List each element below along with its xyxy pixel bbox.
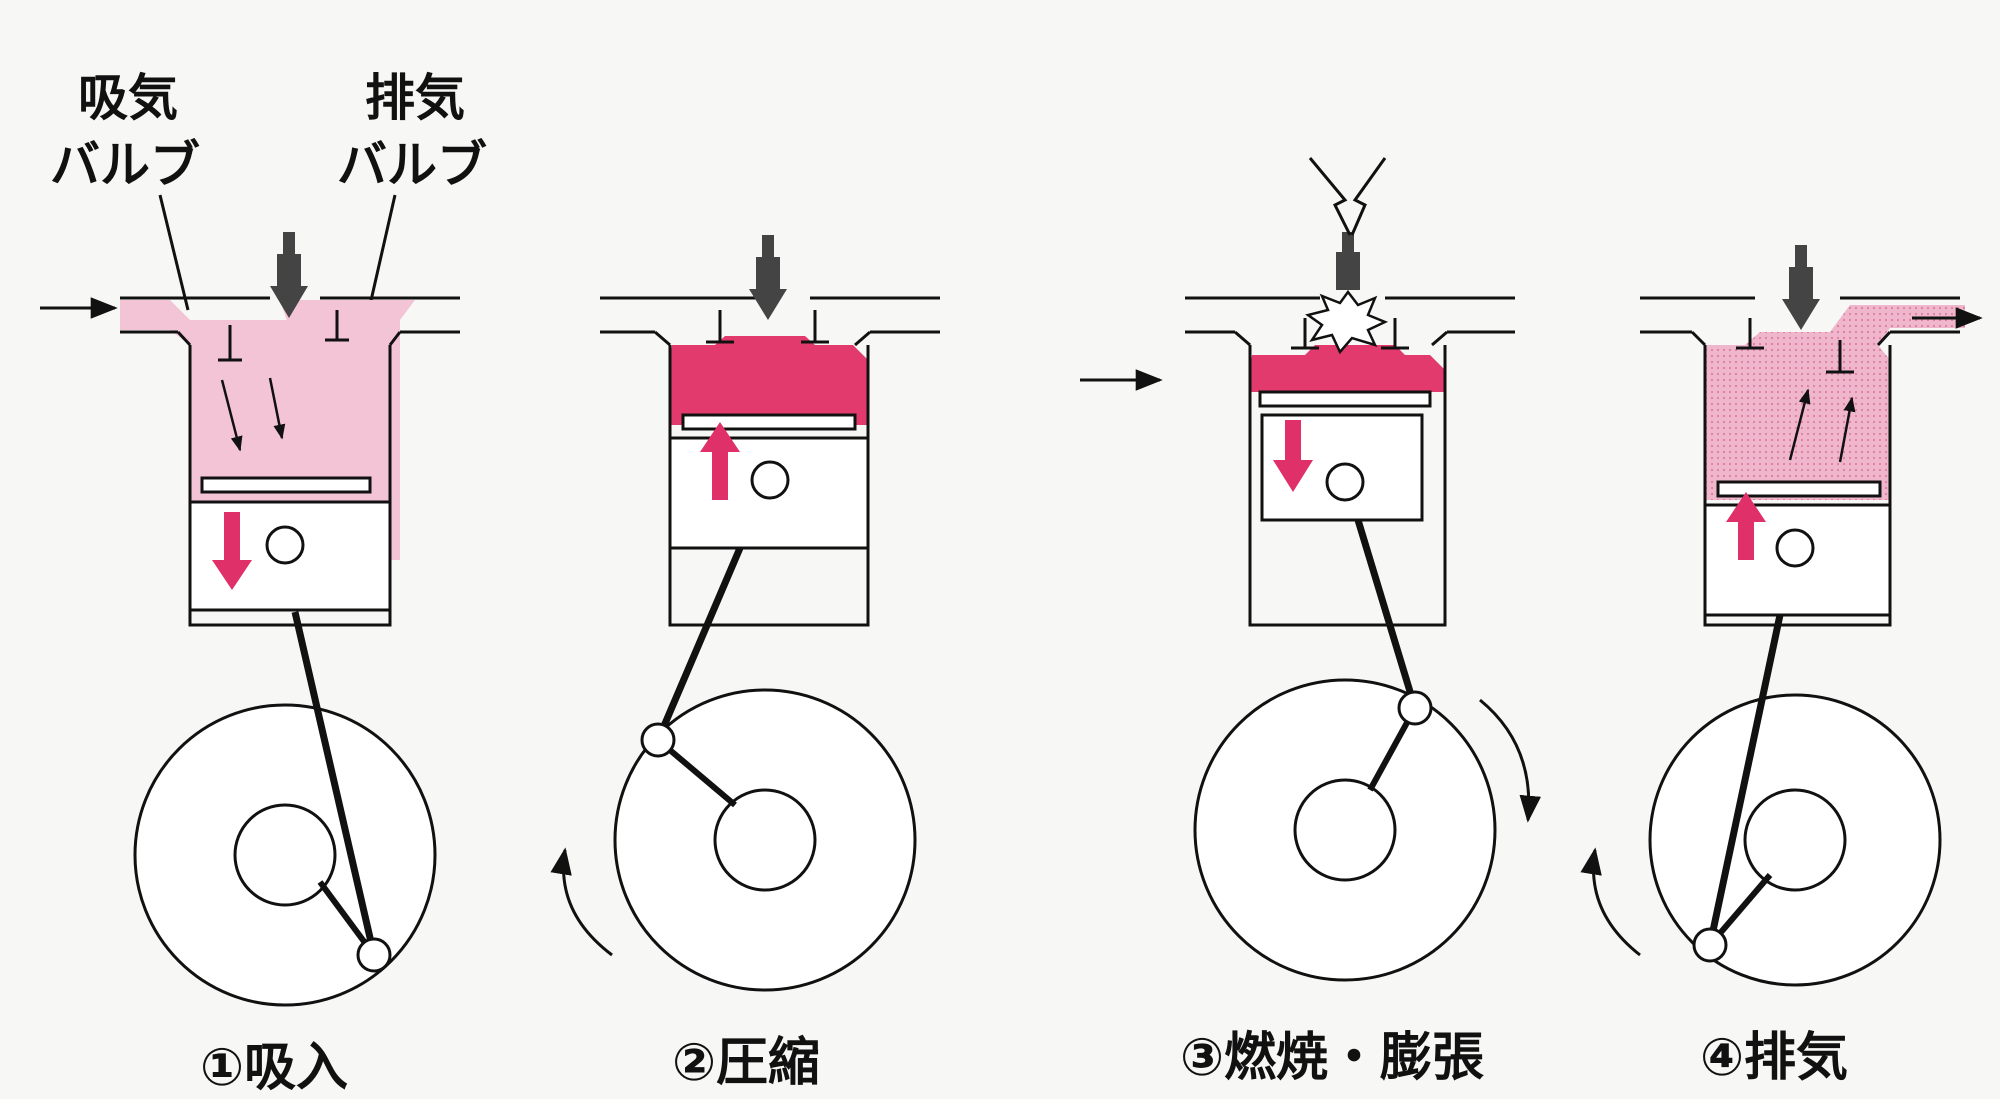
- intake-cylinder-gas: [190, 320, 390, 480]
- intake-valve-leader-line: [158, 194, 190, 311]
- compression-connecting-rod: [654, 546, 744, 742]
- intake-valve-label-line2: バルブ: [50, 136, 200, 194]
- compression-exhaust-valve: [801, 310, 829, 344]
- stage-compression: ②圧縮: [550, 235, 940, 1093]
- compression-intake-valve: [706, 310, 734, 344]
- combustion-gas-fill: [1250, 345, 1445, 392]
- stage-label-compression: ②圧縮: [672, 1033, 820, 1093]
- intake-piston: [188, 476, 392, 612]
- spark-icon: [1308, 157, 1352, 236]
- rotation-arrow-icon: [1479, 698, 1542, 823]
- intake-stage-intake-valve: [218, 325, 242, 362]
- exhaust-gas-fill: [1705, 305, 1965, 500]
- intake-valve-label: 吸気 バルブ: [50, 69, 200, 194]
- stage-intake: ①吸入: [40, 232, 460, 1098]
- rotation-arrow-icon: [1580, 847, 1641, 957]
- exhaust-valve-label: 排気 バルブ: [337, 69, 487, 194]
- exhaust-connecting-rod: [1706, 614, 1784, 946]
- spark-plug: [749, 235, 787, 320]
- stage-label-exhaust: ④排気: [1700, 1028, 1848, 1088]
- flash-icon: [1305, 289, 1389, 355]
- combustion-cylinder-wall: [1248, 345, 1447, 627]
- stage-label-intake: ①吸入: [200, 1038, 348, 1098]
- intake-cylinder-wall: [188, 345, 392, 627]
- exhaust-valve-leader-line: [368, 194, 397, 306]
- exhaust-piston: [1703, 480, 1892, 617]
- compression-piston: [668, 413, 870, 550]
- combustion-intake-valve: [1291, 318, 1319, 350]
- spark-plug: [1782, 245, 1820, 330]
- intake-stage-exhaust-valve: [325, 310, 349, 342]
- stage-label-combustion: ③燃焼・膨張: [1180, 1028, 1484, 1088]
- exhaust-stage-intake-valve: [1736, 318, 1764, 350]
- spark-plug: [1336, 232, 1360, 290]
- rotation-arrow-icon: [550, 847, 613, 957]
- piston-arrow-icon: [700, 422, 740, 500]
- stage-exhaust: ④排気: [1580, 245, 1983, 1088]
- piston-arrow-icon: [212, 512, 252, 590]
- exhaust-valve-label-line2: バルブ: [337, 136, 487, 194]
- intake-connecting-rod: [291, 611, 378, 956]
- combustion-connecting-rod: [1354, 518, 1419, 710]
- compressed-gas-fill: [670, 336, 868, 425]
- stage-combustion: ③燃焼・膨張: [1080, 157, 1542, 1088]
- piston-arrow-icon: [1726, 492, 1766, 560]
- exhaust-cylinder-wall: [1703, 345, 1892, 627]
- combustion-exhaust-valve: [1381, 318, 1409, 350]
- exhaust-stage-exhaust-valve: [1826, 340, 1854, 374]
- intake-valve-label-line1: 吸気: [78, 69, 178, 127]
- spark-plug: [270, 232, 308, 318]
- exhaust-valve-label-line1: 排気: [365, 69, 465, 127]
- piston-arrow-icon: [1273, 420, 1313, 492]
